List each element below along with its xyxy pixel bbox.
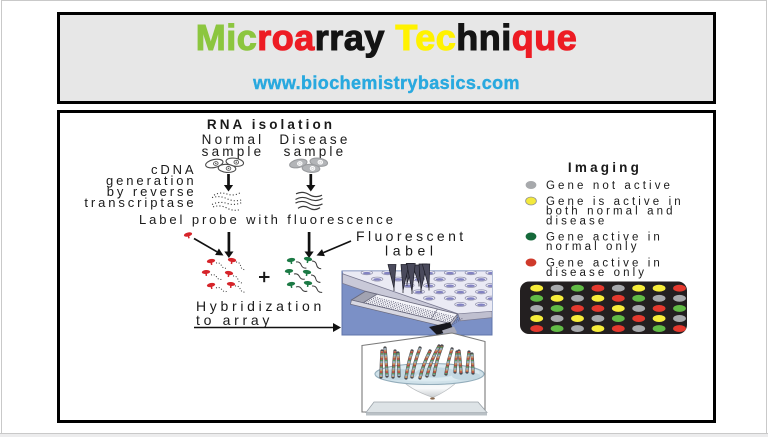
svg-text:Label probe with fluorescence: Label probe with fluorescence xyxy=(139,212,396,227)
svg-text:sample: sample xyxy=(284,144,347,159)
svg-text:disease only: disease only xyxy=(546,267,647,279)
svg-text:normal only: normal only xyxy=(546,241,640,253)
svg-text:Gene not active: Gene not active xyxy=(546,180,673,192)
svg-text:sample: sample xyxy=(202,144,265,159)
svg-text:disease: disease xyxy=(546,215,607,227)
svg-text:RNA isolation: RNA isolation xyxy=(207,117,335,132)
svg-text:transcriptase: transcriptase xyxy=(84,195,196,210)
svg-text:label: label xyxy=(385,243,438,259)
svg-text:Imaging: Imaging xyxy=(568,160,642,175)
svg-text:to array: to array xyxy=(196,312,273,328)
